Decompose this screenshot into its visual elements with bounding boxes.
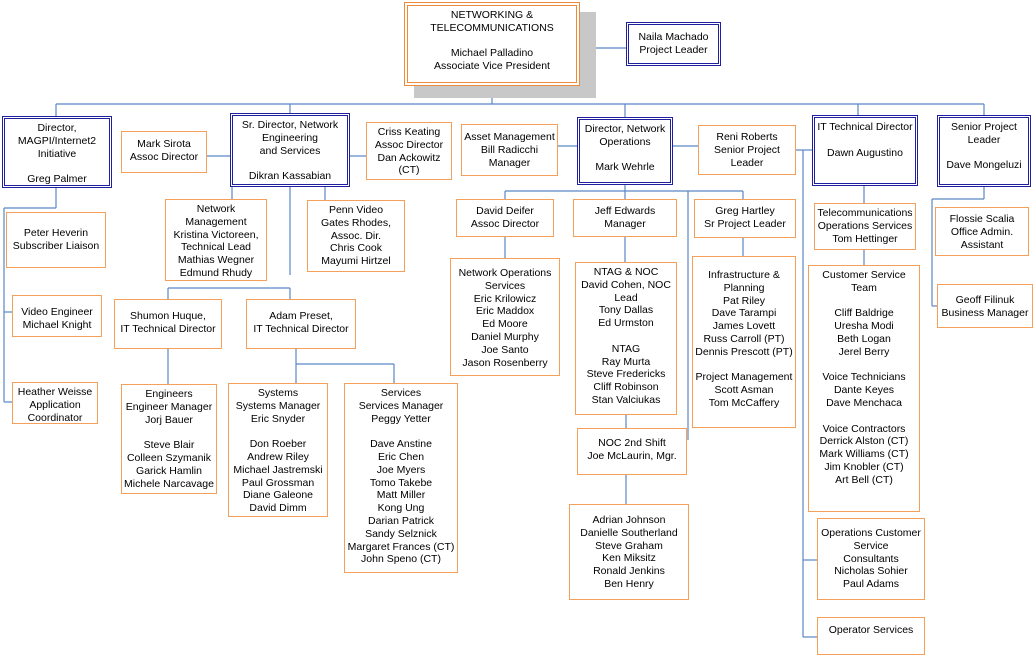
vp-box: NETWORKING & TELECOMMUNICATIONS Michael … bbox=[404, 2, 580, 86]
network-management-box: Network Management Kristina Victoreen, T… bbox=[165, 199, 267, 281]
business-manager-box: Geoff Filinuk Business Manager bbox=[937, 284, 1033, 328]
telecommunications-operations-box: Telecommunications Operations Services T… bbox=[814, 203, 916, 250]
noc-2nd-shift-box: NOC 2nd Shift Joe McLaurin, Mgr. bbox=[577, 428, 687, 475]
noc-2nd-shift-staff-box: Adrian Johnson Danielle Southerland Stev… bbox=[569, 504, 689, 600]
roberts-box: Reni Roberts Senior Project Leader bbox=[698, 125, 796, 175]
huque-box: Shumon Huque, IT Technical Director bbox=[114, 299, 222, 349]
deifer-box: David Deifer Assoc Director bbox=[456, 199, 554, 237]
network-operations-director-box: Director, Network Operations Mark Wehrle bbox=[577, 117, 673, 185]
asset-management-box: Asset Management Bill Radicchi Manager bbox=[461, 124, 558, 176]
network-operations-services-box: Network Operations Services Eric Krilowi… bbox=[450, 258, 560, 376]
customer-service-team-box: Customer Service Team Cliff Baldrige Ure… bbox=[808, 265, 920, 512]
office-admin-assistant-box: Flossie Scalia Office Admin. Assistant bbox=[935, 207, 1029, 256]
edwards-box: Jeff Edwards Manager bbox=[573, 199, 677, 237]
infrastructure-planning-box: Infrastructure & Planning Pat Riley Dave… bbox=[692, 256, 796, 428]
operations-customer-service-box: Operations Customer Service Consultants … bbox=[817, 518, 925, 600]
magpi-director-box: Director, MAGPI/Internet2 Initiative Gre… bbox=[2, 116, 112, 188]
operator-services-box: Operator Services bbox=[817, 617, 925, 655]
subscriber-liaison-box: Peter Heverin Subscriber Liaison bbox=[6, 212, 106, 268]
video-engineer-box: Video Engineer Michael Knight bbox=[12, 295, 102, 337]
it-technical-director-box: IT Technical Director Dawn Augustino bbox=[812, 115, 918, 186]
sr-director-engineering-box: Sr. Director, Network Engineering and Se… bbox=[230, 113, 350, 187]
engineers-box: Engineers Engineer Manager Jorj Bauer St… bbox=[121, 384, 217, 494]
project-leader-box: Naila Machado Project Leader bbox=[626, 22, 721, 66]
ntag-noc-box: NTAG & NOC David Cohen, NOC Lead Tony Da… bbox=[575, 262, 677, 415]
services-box: Services Services Manager Peggy Yetter D… bbox=[344, 383, 458, 573]
application-coordinator-box: Heather Weisse Application Coordinator bbox=[12, 382, 98, 424]
assoc-director-sirota-box: Mark Sirota Assoc Director bbox=[121, 131, 207, 173]
hartley-box: Greg Hartley Sr Project Leader bbox=[694, 199, 796, 238]
systems-box: Systems Systems Manager Eric Snyder Don … bbox=[228, 383, 328, 517]
preset-box: Adam Preset, IT Technical Director bbox=[246, 299, 356, 349]
assoc-director-keating-box: Criss Keating Assoc Director Dan Ackowit… bbox=[366, 122, 452, 180]
penn-video-box: Penn Video Gates Rhodes, Assoc. Dir. Chr… bbox=[307, 200, 405, 272]
senior-project-leader-box: Senior Project Leader Dave Mongeluzi bbox=[937, 115, 1031, 187]
